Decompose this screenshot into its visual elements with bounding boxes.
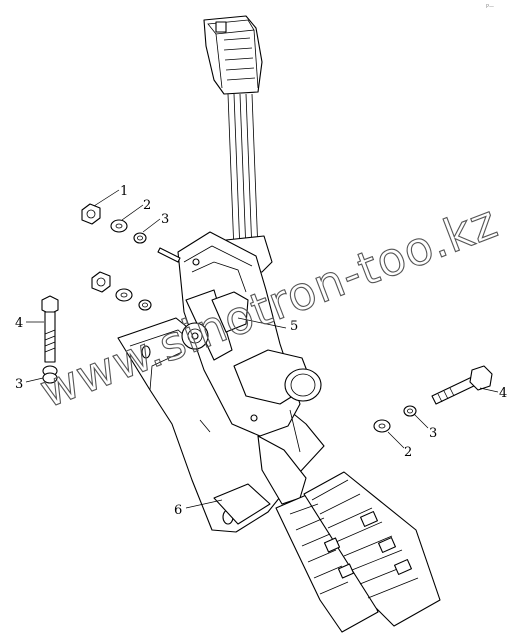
- electrical-connector: [203, 15, 263, 95]
- corner-mark: P—: [486, 4, 494, 10]
- bolt-left: [41, 295, 59, 363]
- washer-lower: [115, 288, 133, 302]
- callout-3-left: 3: [15, 377, 23, 392]
- lock-washer-lower: [138, 299, 152, 311]
- leader-lines: [25, 189, 499, 509]
- washer-upper: [110, 219, 128, 233]
- callout-1: 1: [120, 184, 128, 199]
- lock-washer-right: [403, 405, 417, 417]
- callout-4-left: 4: [15, 316, 23, 331]
- nut-lower: [91, 271, 111, 293]
- sensor-housing: [177, 231, 322, 453]
- pedal-assembly: [257, 435, 441, 633]
- callout-3-upper: 3: [161, 212, 169, 227]
- washer-right: [373, 419, 391, 433]
- callout-2-upper: 2: [143, 198, 151, 213]
- callout-5: 5: [290, 319, 298, 334]
- nut-upper: [81, 203, 101, 225]
- washer-left: [42, 365, 58, 384]
- callout-2-right: 2: [404, 445, 412, 460]
- callout-6: 6: [174, 503, 182, 518]
- stud-upper: [157, 247, 181, 263]
- lock-washer-upper: [133, 232, 147, 244]
- callout-3-right: 3: [429, 426, 437, 441]
- callout-4-right: 4: [499, 386, 507, 401]
- bolt-right: [431, 365, 493, 405]
